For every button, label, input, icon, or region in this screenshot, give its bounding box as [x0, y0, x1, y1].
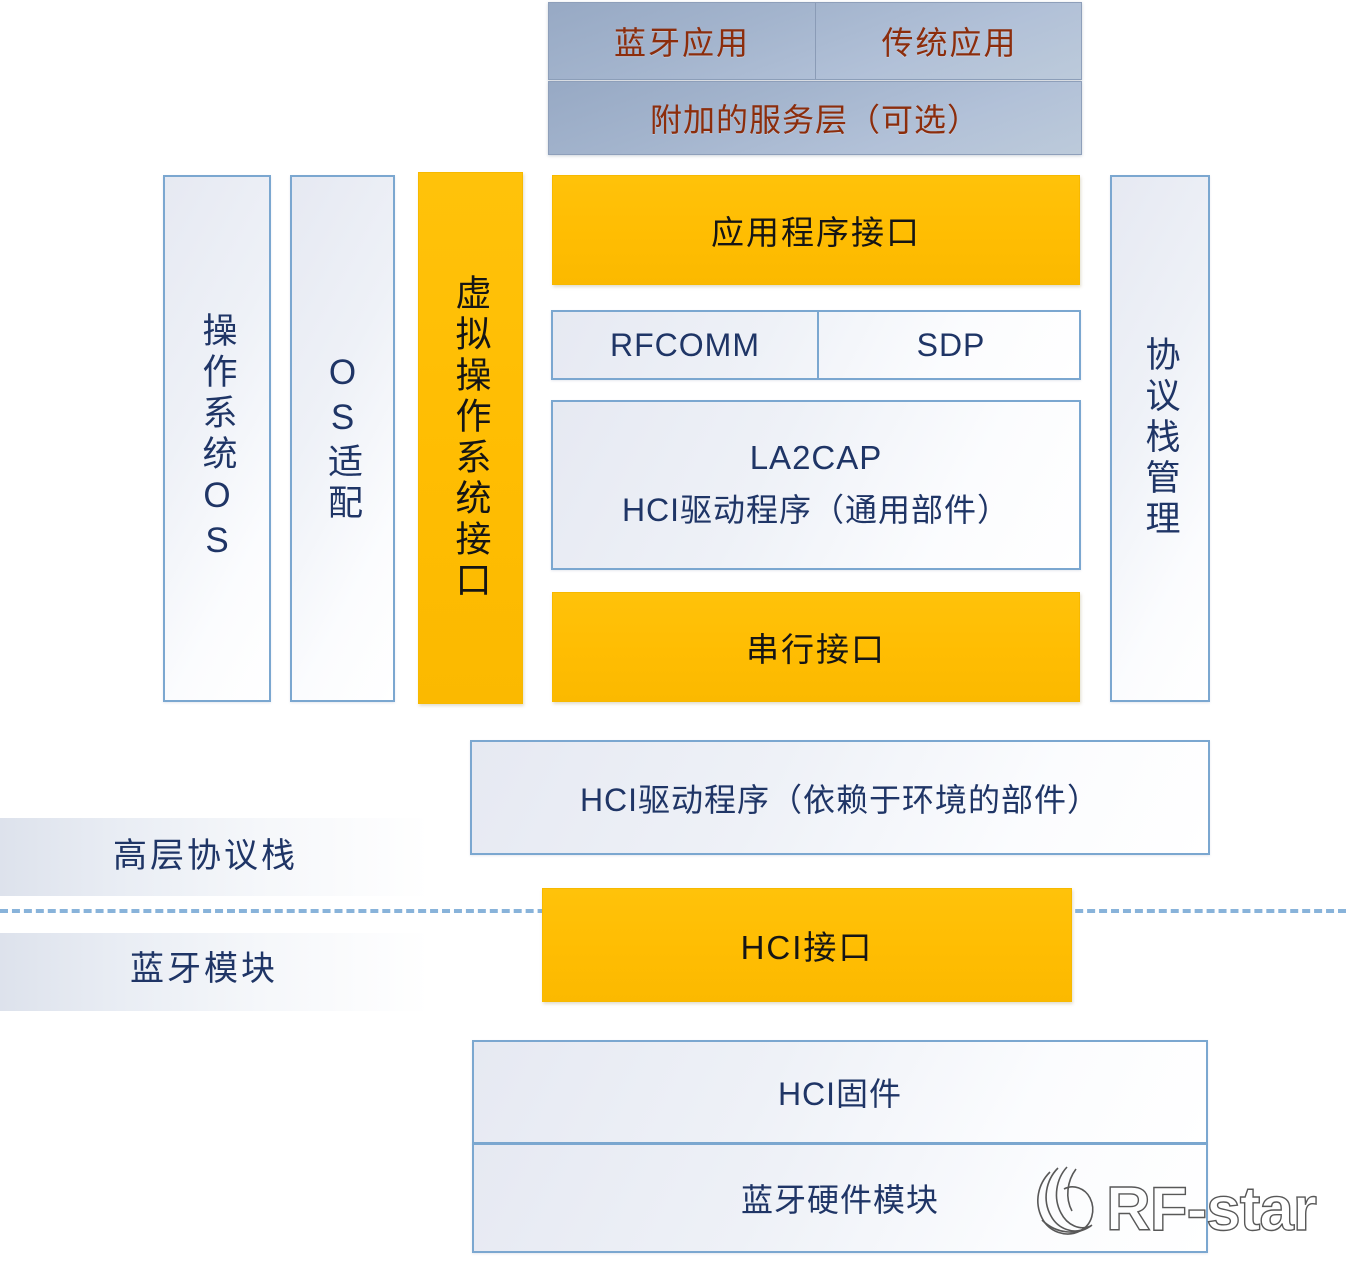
top-application-row: 蓝牙应用 传统应用 [548, 2, 1082, 80]
hci-driver-common-label: HCI驱动程序（通用部件） [621, 492, 1011, 528]
hci-firmware-block: HCI固件 [472, 1040, 1208, 1144]
extra-service-layer-block: 附加的服务层（可选） [548, 81, 1082, 155]
application-programming-interface-block: 应用程序接口 [552, 175, 1080, 285]
lower-layer-band [0, 933, 430, 1011]
l2cap-hci-driver-block: LA2CAP HCI驱动程序（通用部件） [551, 400, 1081, 570]
hci-interface-block: HCI接口 [542, 888, 1072, 1002]
bluetooth-application-cell: 蓝牙应用 [549, 3, 816, 79]
upper-layer-band [0, 818, 430, 896]
sdp-cell: SDP [916, 326, 986, 363]
column-virtual-os-interface-label: 虚拟操作系统接口 [450, 274, 492, 602]
serial-interface-block: 串行接口 [552, 592, 1080, 702]
column-protocol-stack-management-label: 协议栈管理 [1140, 336, 1180, 541]
bluetooth-hardware-module-block: 蓝牙硬件模块 [472, 1143, 1208, 1253]
column-operating-system: 操作系统OS [163, 175, 271, 702]
legacy-application-cell: 传统应用 [881, 25, 1018, 61]
column-os-adaptation: OS适配 [290, 175, 395, 702]
protocol-row: RFCOMM SDP [551, 310, 1081, 380]
upper-protocol-stack-label: 高层协议栈 [113, 837, 298, 875]
column-operating-system-label: 操作系统OS [197, 311, 237, 566]
column-virtual-os-interface: 虚拟操作系统接口 [418, 172, 523, 704]
column-os-adaptation-label: OS适配 [323, 352, 362, 525]
hci-driver-environment-block: HCI驱动程序（依赖于环境的部件） [470, 740, 1210, 855]
l2cap-label: LA2CAP [749, 439, 883, 476]
column-protocol-stack-management: 协议栈管理 [1110, 175, 1210, 702]
bluetooth-module-label: 蓝牙模块 [130, 950, 278, 988]
rfcomm-cell: RFCOMM [553, 312, 819, 378]
